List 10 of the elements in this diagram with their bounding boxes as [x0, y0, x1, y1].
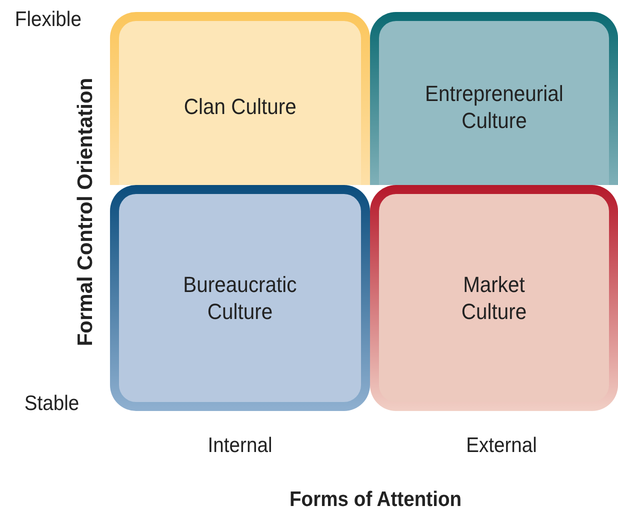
axis-label: Internal	[208, 434, 272, 458]
x-axis-title: Forms of Attention	[289, 488, 462, 512]
quadrant-label: Clan Culture	[184, 93, 296, 121]
axis-label: External	[466, 434, 537, 458]
quadrant-label: Bureaucratic Culture	[182, 270, 298, 326]
quadrant-label: Entrepreneurial Culture	[424, 80, 564, 134]
y-axis-title: Formal Control Orientation	[74, 78, 98, 346]
axis-label: Stable	[24, 392, 80, 416]
quadrant-label: Market Culture	[460, 270, 528, 326]
axis-label: Flexible	[14, 8, 82, 32]
